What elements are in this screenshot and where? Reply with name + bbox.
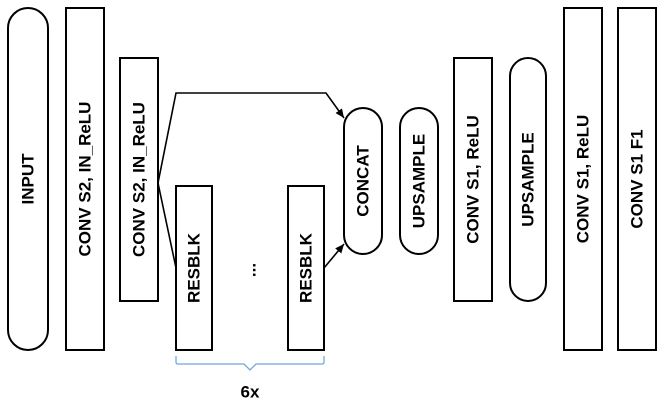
input-block: INPUT [7, 7, 49, 351]
conv-s1-relu-label-2: CONV S1, ReLU [574, 115, 593, 243]
upsample-label-1: UPSAMPLE [410, 134, 429, 228]
repeat-brace [175, 356, 325, 371]
conv-s2-label-2: CONV S2, IN_ReLU [130, 102, 149, 257]
resblk-block-last: RESBLK [287, 185, 325, 351]
input-label: INPUT [19, 153, 38, 205]
upsample-label-2: UPSAMPLE [519, 132, 538, 226]
conv-s1-f1-block: CONV S1 F1 [617, 7, 657, 351]
repeat-count-label: 6x [241, 383, 260, 402]
conv-s1-f1-label: CONV S1 F1 [628, 129, 647, 228]
resblk-to-concat-arrow [323, 243, 345, 269]
resblk-label-last: RESBLK [297, 232, 316, 303]
upsample-block-2: UPSAMPLE [509, 57, 547, 302]
conv-s2-block-1: CONV S2, IN_ReLU [65, 7, 105, 351]
conv-s1-relu-block-1: CONV S1, ReLU [453, 57, 493, 302]
conv-to-resblk-arrow [157, 182, 177, 269]
resblk-ellipsis: ... [241, 263, 260, 277]
conv-s1-relu-label-1: CONV S1, ReLU [464, 115, 483, 243]
resblk-block-first: RESBLK [175, 185, 213, 351]
skip-connection-arrow [157, 92, 345, 184]
conv-s2-block-2: CONV S2, IN_ReLU [119, 57, 159, 302]
conv-s1-relu-block-2: CONV S1, ReLU [563, 7, 603, 351]
conv-s2-label-1: CONV S2, IN_ReLU [76, 102, 95, 257]
concat-label: CONCAT [354, 145, 373, 217]
concat-block: CONCAT [343, 107, 383, 255]
upsample-block-1: UPSAMPLE [399, 107, 439, 255]
resblk-label-first: RESBLK [185, 232, 204, 303]
